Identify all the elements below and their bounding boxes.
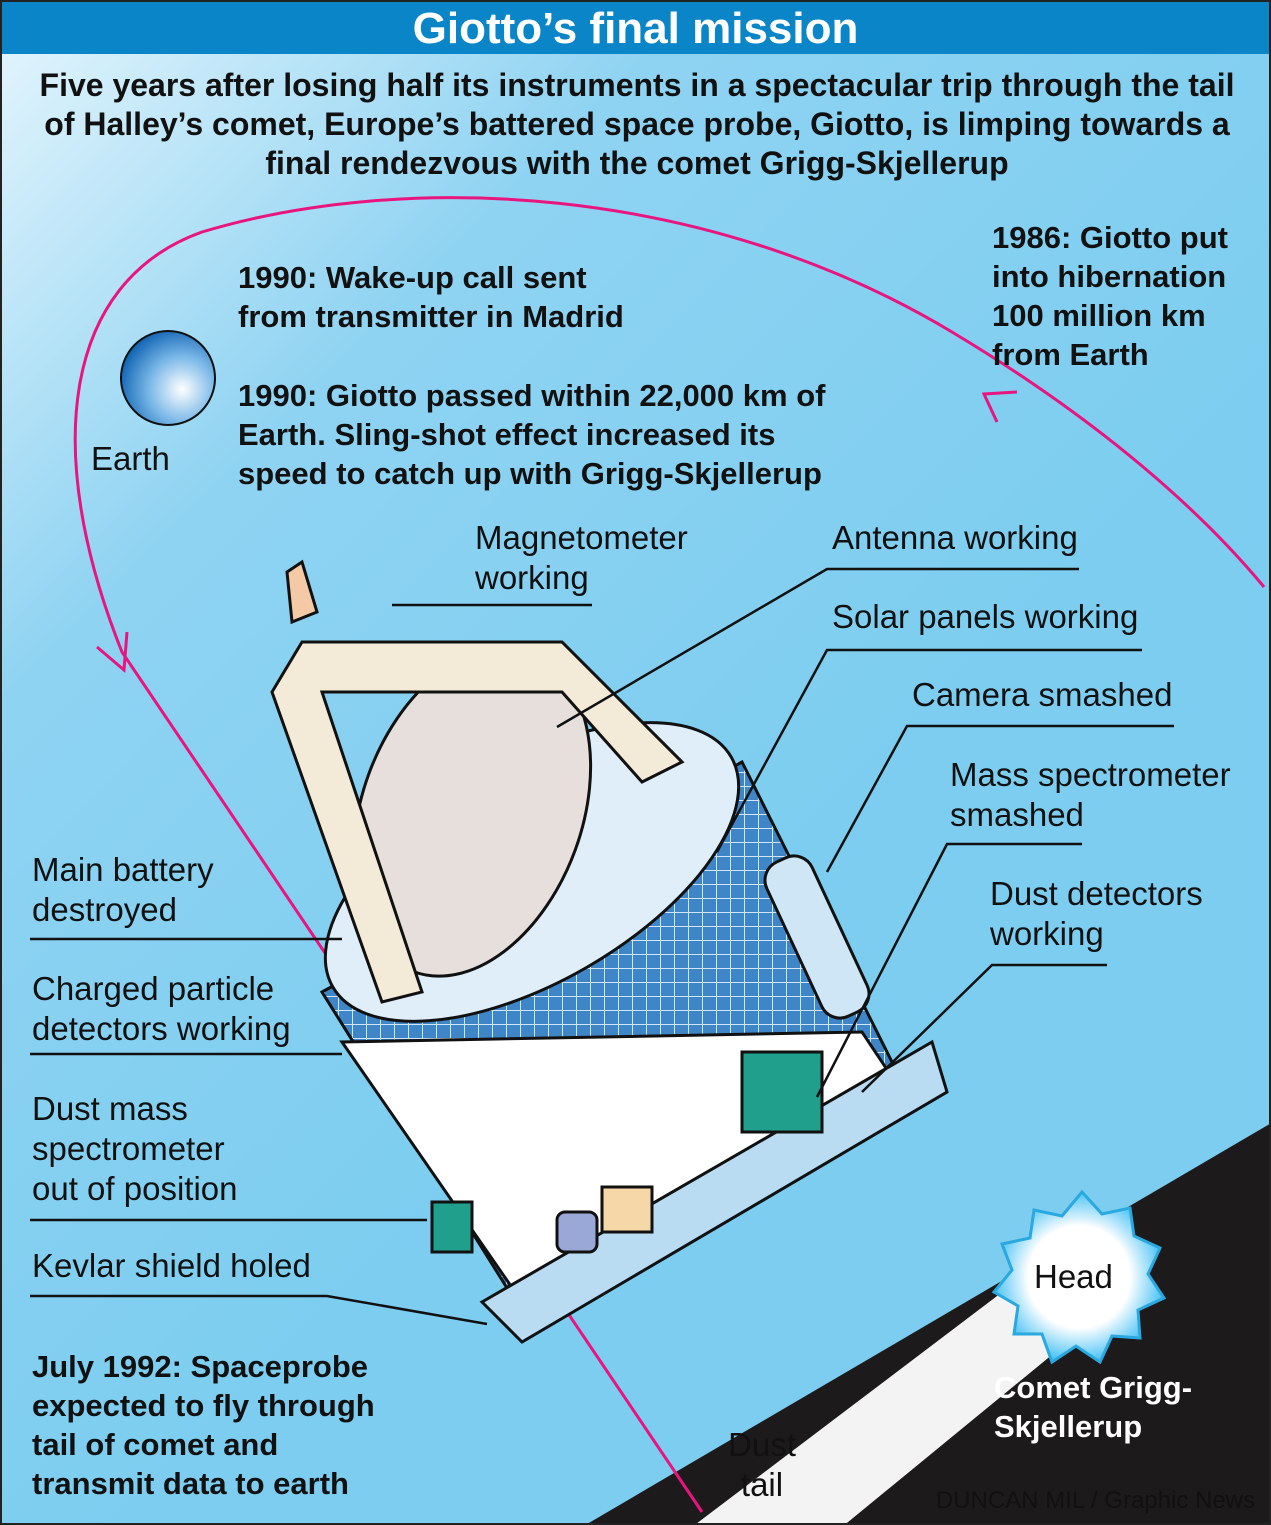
event-1986: 1986: Giotto put into hibernation 100 mi… xyxy=(992,220,1228,372)
giotto-probe xyxy=(270,559,949,1344)
orbit-arrow-icon xyxy=(96,631,129,674)
earth-icon xyxy=(120,330,216,426)
event-flyby: 1990: Giotto passed within 22,000 km of … xyxy=(238,378,826,491)
earth-label: Earth xyxy=(91,440,170,477)
callout-magnetometer: Magnetometer working xyxy=(475,519,688,596)
comet-head-label: Head xyxy=(1034,1258,1113,1295)
callout-dust-detectors: Dust detectors working xyxy=(990,875,1203,952)
callout-antenna: Antenna working xyxy=(832,519,1078,556)
callout-charged-particle: Charged particle detectors working xyxy=(32,970,291,1047)
orbit-path xyxy=(73,196,1266,1513)
dust-tail-shape xyxy=(697,1262,1092,1523)
callout-battery: Main battery destroyed xyxy=(32,851,214,928)
callout-solar: Solar panels working xyxy=(832,598,1139,635)
event-july-1992: July 1992: Spaceprobe expected to fly th… xyxy=(32,1349,375,1501)
callout-kevlar: Kevlar shield holed xyxy=(32,1247,311,1284)
orbit-arrow-icon xyxy=(981,390,1018,423)
callout-dust-mass: Dust mass spectrometer out of position xyxy=(32,1090,238,1207)
callout-camera: Camera smashed xyxy=(912,676,1173,713)
intro-text: Five years after losing half its instrum… xyxy=(39,67,1235,181)
credit: DUNCAN MIL / Graphic News xyxy=(935,1487,1255,1514)
comet-name: Comet Grigg-Skjellerup xyxy=(994,1370,1193,1444)
page-title: Giotto’s final mission xyxy=(2,2,1269,54)
comet-head xyxy=(991,1189,1167,1365)
callout-mass-spectrometer: Mass spectrometer smashed xyxy=(950,756,1231,833)
leader-lines xyxy=(30,567,1174,1326)
event-wakeup: 1990: Wake-up call sent from transmitter… xyxy=(238,260,624,334)
space-background xyxy=(588,1124,1269,1523)
dust-tail-label: Dust tail xyxy=(728,1426,796,1503)
